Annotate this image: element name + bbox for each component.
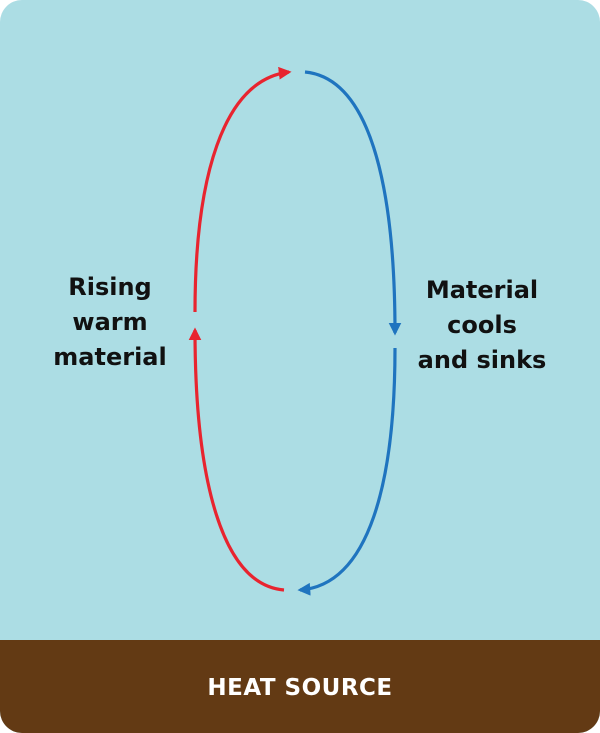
rising-arrow-lower [188, 327, 285, 592]
rising-arrow-upper [193, 66, 292, 313]
heat-source-label: HEAT SOURCE [207, 674, 393, 701]
sinking-arrow-lower [297, 347, 397, 596]
left-label-line: Rising [68, 273, 152, 301]
material-cools-and-sinks-label: Material cools and sinks [412, 273, 552, 378]
heat-source-bar: HEAT SOURCE [0, 640, 600, 733]
right-label-line: and sinks [417, 346, 547, 374]
left-label-line: material [53, 343, 167, 371]
rising-warm-material-label: Rising warm material [40, 270, 180, 375]
left-label-line: warm [72, 308, 148, 336]
right-label-line: cools [447, 311, 517, 339]
sinking-arrow-upper [304, 70, 402, 336]
right-label-line: Material [425, 276, 539, 304]
